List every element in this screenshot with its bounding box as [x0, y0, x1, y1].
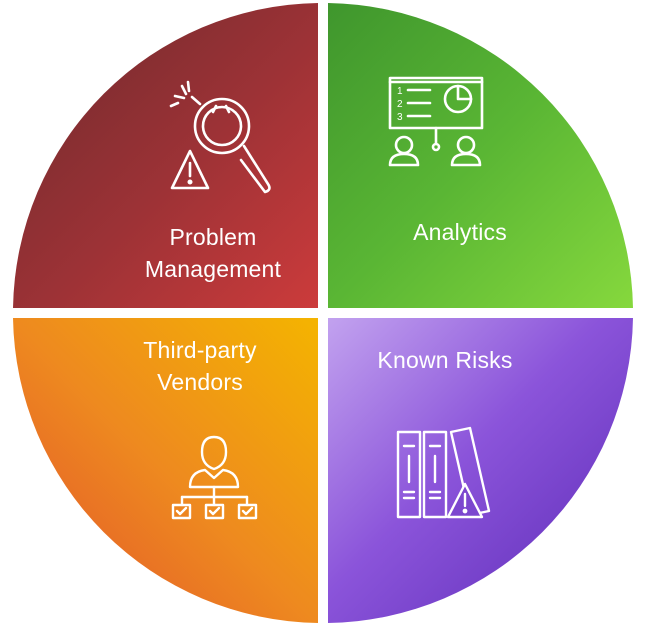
svg-text:3: 3 [397, 112, 403, 123]
analytics-label: Analytics [372, 216, 548, 248]
org-chart-person-icon [171, 435, 258, 520]
label-line: Vendors [157, 369, 243, 395]
label-line: Known Risks [377, 347, 513, 373]
label-line: Analytics [413, 219, 507, 245]
books-warning-icon [396, 426, 491, 519]
problem-management-label: Problem Management [122, 221, 304, 285]
presentation-board-icon: 1 2 3 [388, 76, 484, 167]
magnifier-bug-warning-icon [169, 80, 271, 194]
label-line: Management [144, 256, 282, 282]
svg-text:1: 1 [397, 86, 403, 97]
quadrant-problem-management[interactable] [13, 3, 318, 308]
label-line: Third-party [143, 337, 257, 363]
known-risks-label: Known Risks [350, 344, 540, 376]
svg-text:2: 2 [397, 99, 403, 110]
third-party-vendors-label: Third-party Vendors [110, 334, 290, 398]
label-line: Problem [169, 224, 257, 250]
quadrant-third-party-vendors[interactable] [13, 318, 318, 623]
quadrant-analytics[interactable] [328, 3, 633, 308]
